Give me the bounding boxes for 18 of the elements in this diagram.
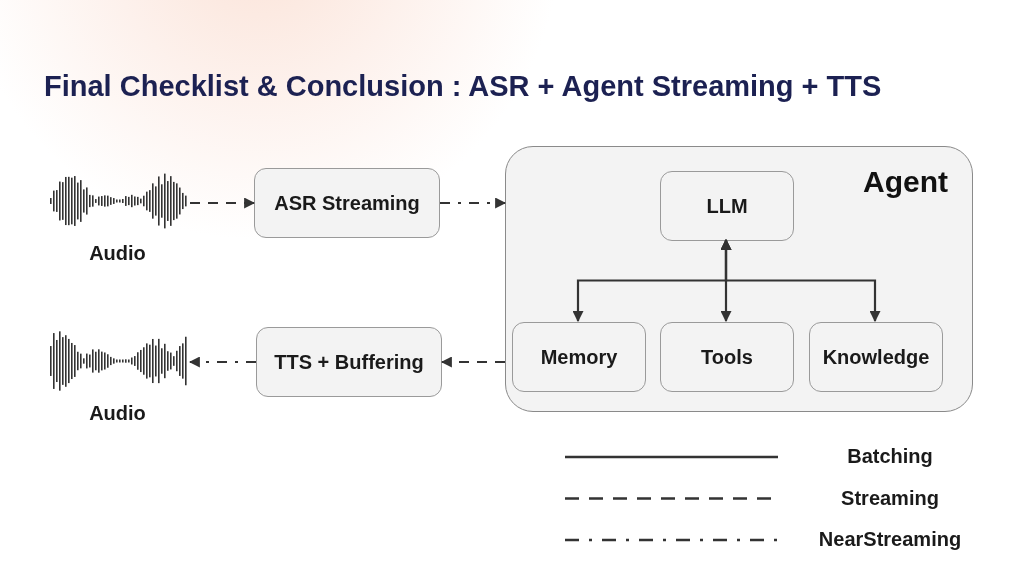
legend-label: Batching bbox=[846, 445, 934, 468]
process-box: LLM bbox=[660, 171, 794, 241]
process-box: Tools bbox=[660, 322, 794, 392]
node-caption: Audio bbox=[89, 242, 146, 265]
legend-label: Streaming bbox=[840, 486, 940, 510]
process-box: ASR Streaming bbox=[254, 168, 440, 238]
process-box: TTS + Buffering bbox=[256, 327, 442, 397]
legend-label: NearStreaming bbox=[817, 528, 963, 551]
arrow bbox=[440, 197, 507, 209]
process-box: Knowledge bbox=[809, 322, 943, 392]
arrow bbox=[190, 197, 256, 209]
process-box: Memory bbox=[512, 322, 646, 392]
arrow bbox=[188, 356, 256, 368]
agent-container bbox=[505, 146, 973, 412]
node-caption: Audio bbox=[89, 402, 146, 425]
arrow bbox=[440, 356, 505, 368]
container-title: Agent bbox=[863, 165, 948, 199]
slide-title: Final Checklist & Conclusion : ASR + Agent Streaming + TTS bbox=[44, 70, 882, 103]
